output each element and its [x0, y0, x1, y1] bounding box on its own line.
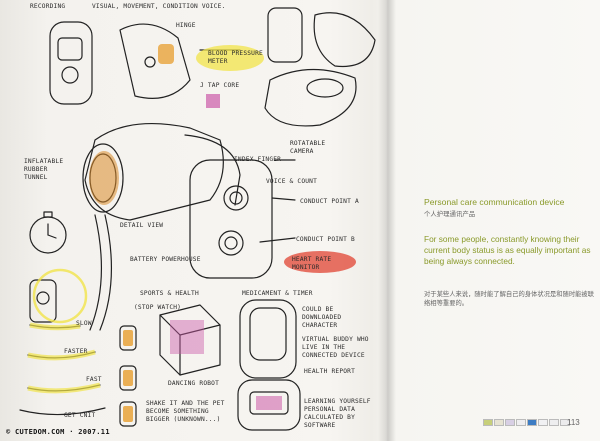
sketch-device-camera [264, 68, 357, 127]
note-recording: recording [30, 3, 66, 10]
body-text: For some people, constantly knowing thei… [424, 234, 591, 266]
note-health-report: health report [304, 368, 356, 375]
color-swatch-strip [483, 419, 570, 426]
page-number: 113 [567, 418, 580, 427]
sketch-phone-lower [237, 379, 301, 431]
sketch-device-hinge [119, 23, 191, 99]
swatch [538, 419, 548, 426]
note-inflatable: inflatable rubber tunnel [24, 158, 64, 181]
note-fast: fast [86, 376, 102, 383]
section-title-chinese: 个人护理通讯产品 [424, 211, 476, 218]
sketch-page: recording visual, movement, condition vo… [6, 3, 376, 436]
note-stop-watch: (stop watch) [134, 304, 182, 311]
note-battery: battery powerhouse [130, 256, 201, 263]
site-watermark: © CUTEDOM.COM · 2007.11 [6, 428, 110, 436]
note-blood-pressure: blood pressure meter [208, 50, 263, 65]
note-shake: shake it and the pet become something bi… [146, 400, 225, 423]
marker-yellow-highlight [196, 45, 264, 71]
swatch [527, 419, 537, 426]
note-dancing-robot: dancing robot [168, 380, 220, 387]
section-title: Personal care communication device [424, 197, 565, 207]
text-page: Personal care communication device 个人护理通… [392, 0, 600, 441]
body-text-chinese: 对于某些人来说，随时能了解自己的身体状况是和随时能被联络相等重要的。 [424, 291, 595, 307]
note-hinge: hinge [176, 22, 196, 29]
sketch-device-small-left [29, 279, 57, 323]
marker-red-highlight [284, 251, 356, 273]
sketch-device-top-left [49, 21, 93, 105]
note-medicament: medicament & timer [242, 290, 313, 297]
note-virtual-buddy: virtual buddy who live in the connected … [302, 336, 369, 359]
note-voice-count: voice & count [266, 178, 318, 185]
product-sketch-illustration [19, 7, 376, 431]
swatch [505, 419, 515, 426]
note-get-cnit: get cnit [64, 412, 96, 419]
note-conduct-b: conduct point b [296, 236, 355, 243]
note-slow: slow [76, 320, 92, 327]
note-could-be: could be downloaded character [302, 306, 342, 329]
note-index-finger: index finger [234, 156, 282, 163]
note-heart-rate: heart rate monitor [292, 256, 332, 271]
plus-cross-mark [206, 94, 220, 108]
note-sports-health: sports & health [140, 290, 199, 297]
swatch [560, 419, 570, 426]
book-gutter [378, 0, 396, 441]
sketch-phone-upper [239, 299, 297, 379]
note-j-tap: j tap core [200, 82, 240, 89]
swatch [494, 419, 504, 426]
sketch-main-device-head [84, 122, 224, 221]
sketch-main-device-body [189, 159, 273, 279]
sketch-device-top-right-b [313, 12, 376, 68]
sketch-device-top-right-a [267, 7, 303, 63]
note-learning: learning yourself personal data calculat… [304, 398, 371, 429]
note-visual-movement: visual, movement, condition voice. [92, 3, 226, 10]
note-faster: faster [64, 348, 88, 355]
note-rotatable: rotatable camera [290, 140, 326, 155]
swatch [483, 419, 493, 426]
swatch [516, 419, 526, 426]
swatch [549, 419, 559, 426]
note-conduct-a: conduct point a [300, 198, 359, 205]
sketch-pixel-cube [159, 304, 221, 376]
note-detail-view: detail view [120, 222, 164, 229]
